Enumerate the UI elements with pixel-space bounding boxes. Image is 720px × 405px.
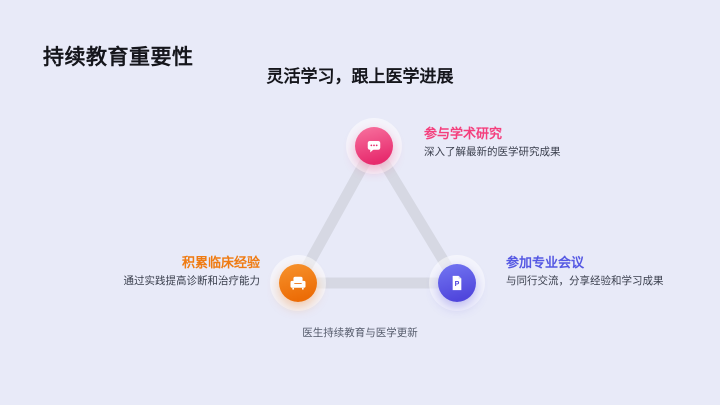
document-p-icon: P (452, 275, 462, 291)
chat-bubble-icon (367, 141, 381, 153)
node-description: 深入了解最新的医学研究成果 (424, 145, 561, 158)
svg-text:P: P (455, 280, 460, 288)
info-clinical-experience: 积累临床经验 通过实践提高诊断和治疗能力 (124, 255, 261, 287)
node-label: 积累临床经验 (181, 255, 260, 270)
info-professional-conference: 参加专业会议 与同行交流，分享经验和学习成果 (506, 255, 664, 287)
node-label: 参与学术研究 (424, 126, 503, 141)
node-description: 与同行交流，分享经验和学习成果 (506, 274, 664, 287)
armchair-icon (290, 276, 306, 290)
slide-subtitle: 灵活学习，跟上医学进展 (266, 67, 454, 86)
info-academic-research: 参与学术研究 深入了解最新的医学研究成果 (424, 126, 561, 158)
node-label: 参加专业会议 (506, 255, 585, 270)
node-professional-conference: P (438, 264, 476, 302)
node-clinical-experience (279, 264, 317, 302)
page-title: 持续教育重要性 (43, 46, 194, 70)
node-description: 通过实践提高诊断和治疗能力 (123, 274, 261, 287)
slide-caption: 医生持续教育与医学更新 (302, 327, 418, 339)
node-academic-research (355, 127, 393, 165)
